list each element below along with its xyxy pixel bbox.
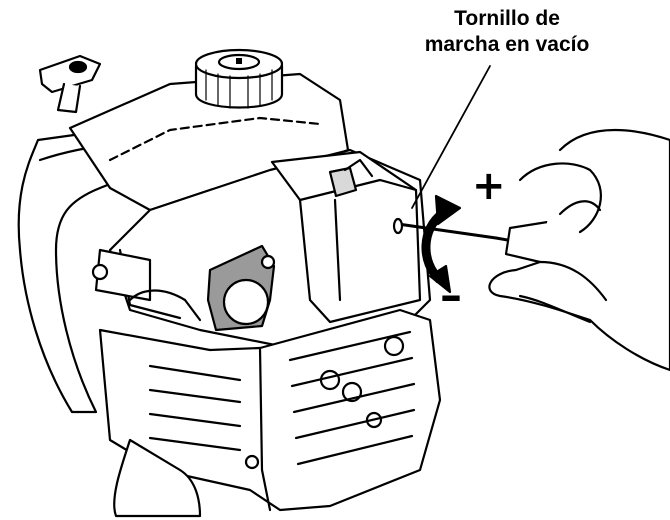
decrease-symbol: – (440, 270, 462, 321)
increase-symbol: + (472, 163, 506, 209)
callout-line-2: marcha en vacío (424, 33, 590, 56)
hand-screwdriver (488, 128, 670, 372)
clamp-bracket (206, 244, 276, 332)
fuel-cap (194, 48, 284, 109)
idle-screw (392, 217, 498, 240)
rotation-arrow-icon (421, 194, 462, 294)
callout-leader-line (411, 65, 491, 209)
callout-line-1: Tornillo de (454, 7, 560, 30)
base-support (113, 438, 260, 518)
idle-screw-callout: Tornillo de marcha en vacío (392, 6, 622, 58)
carburetor (270, 150, 422, 324)
primer-bulb (38, 54, 102, 114)
